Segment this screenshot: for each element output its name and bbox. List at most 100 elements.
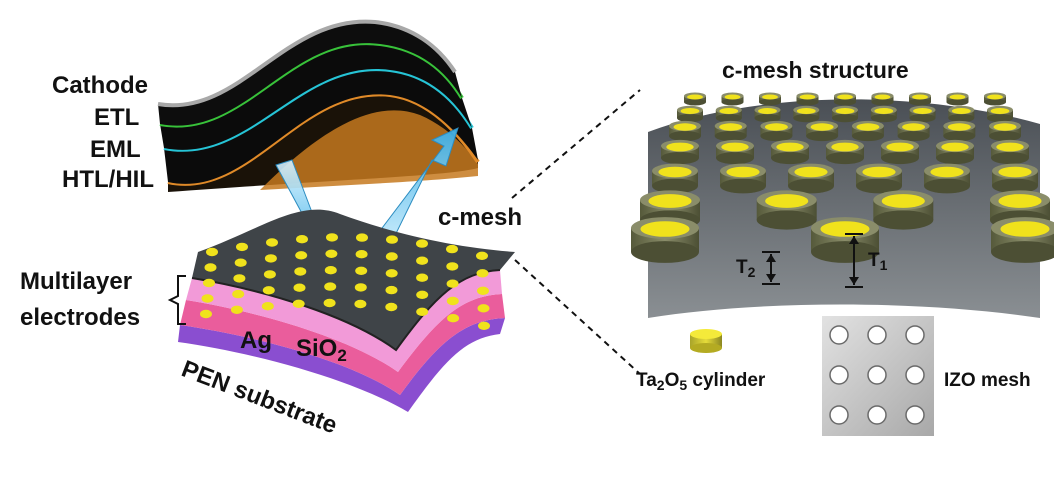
cylinder-base [796, 98, 819, 106]
mesh-dot [206, 247, 218, 257]
izo-hole [905, 325, 925, 345]
mesh-dot [326, 233, 338, 242]
mesh-dot [203, 278, 215, 288]
izo-hole [867, 325, 887, 345]
cylinder-base [716, 151, 754, 165]
cylinder-top [902, 123, 926, 131]
cylinder-base [989, 130, 1021, 142]
cylinder-base [946, 98, 969, 106]
cylinder-top [726, 166, 760, 178]
mesh-dot [478, 321, 490, 330]
cylinder-base [669, 130, 701, 142]
cylinder-base [992, 178, 1038, 194]
cylinder-top [874, 108, 894, 114]
cylinder-top [820, 221, 870, 237]
label-ta2o5-cylinder: Ta2O5 cylinder [636, 370, 766, 393]
mesh-dot [446, 296, 459, 306]
cylinder-top [912, 94, 928, 100]
cylinder-top [673, 123, 697, 131]
cylinder-top [835, 108, 855, 114]
cylinder-base [826, 151, 864, 165]
mesh-dot [385, 302, 398, 312]
mesh-dot [356, 233, 368, 242]
cylinder-base [881, 151, 919, 165]
ta2o5-cylinder-array [631, 92, 1054, 263]
mesh-dot [236, 242, 248, 252]
izo-hole [867, 365, 887, 385]
izo-hole [829, 365, 849, 385]
cylinder-top [810, 123, 834, 131]
cylinder-top [719, 108, 739, 114]
mesh-dot [385, 269, 398, 278]
c-mesh-front-edge [191, 269, 501, 352]
cylinder-base [631, 241, 699, 263]
cylinder-top [947, 123, 971, 131]
cylinder-top [724, 94, 741, 100]
cylinder-top [913, 108, 932, 114]
cylinder-base [897, 130, 930, 142]
cylinder-top [874, 94, 891, 100]
htl-hil-layer-fill [260, 110, 478, 190]
label-multilayer: Multilayer [20, 268, 132, 295]
cylinder-base [721, 98, 744, 106]
mesh-dot [477, 286, 489, 295]
cylinder-base [948, 113, 975, 123]
cylinder-base [756, 210, 817, 230]
mesh-dot [416, 239, 428, 248]
cylinder-base [909, 113, 936, 123]
thickness-markers [762, 233, 863, 288]
cylinder-base [834, 98, 856, 106]
izo-hole [867, 405, 887, 425]
mesh-dot [385, 252, 398, 261]
cylinder-top [998, 166, 1032, 178]
cylinder-base [715, 113, 742, 123]
zoom-line-bottom [514, 259, 641, 375]
cylinder-base [851, 130, 884, 142]
cylinder-top [951, 108, 971, 114]
mesh-dot [204, 263, 217, 272]
cylinder-top [680, 108, 700, 114]
mesh-dot [446, 244, 458, 254]
cylinder-base [873, 210, 934, 230]
cylinder-base [771, 151, 809, 165]
cylinder-base [936, 151, 974, 165]
cylinder-base [856, 178, 902, 194]
mesh-dot [294, 267, 307, 276]
label-ag: Ag [240, 327, 272, 354]
eml-layer [164, 69, 478, 184]
cylinder-base [811, 241, 879, 263]
mesh-dot [324, 282, 337, 291]
mesh-dot [263, 270, 276, 279]
cylinder-top [862, 166, 896, 178]
mesh-dot [295, 251, 308, 260]
mesh-dot [293, 283, 306, 292]
label-htl-hil: HTL/HIL [62, 166, 154, 193]
cylinder-base [677, 113, 703, 123]
label-electrodes: electrodes [20, 304, 140, 331]
etl-layer [160, 43, 472, 150]
mesh-dot [386, 235, 398, 244]
cylinder-top [996, 142, 1024, 152]
mesh-dot [416, 307, 429, 316]
izo-hole [829, 325, 849, 345]
cathode-layer [158, 21, 462, 126]
label-eml: EML [90, 136, 141, 163]
cylinder-top [765, 194, 809, 208]
c-mesh-structure-panel [631, 92, 1054, 319]
cylinder-top [648, 194, 692, 208]
cylinder-base [652, 178, 698, 194]
label-sio2: SiO2 [296, 335, 347, 365]
ag-layer [180, 294, 505, 395]
mesh-dot [416, 256, 429, 265]
mesh-dot [355, 266, 368, 275]
organic-layer-stack [157, 19, 480, 192]
mesh-dot [416, 273, 429, 282]
label-c-mesh: c-mesh [438, 204, 522, 231]
cylinder-top [1000, 221, 1050, 237]
mesh-dot [296, 235, 308, 244]
cylinder-top [764, 123, 788, 131]
cylinder-top [998, 194, 1042, 208]
mesh-dot [324, 266, 337, 275]
cylinder-base [984, 98, 1006, 106]
